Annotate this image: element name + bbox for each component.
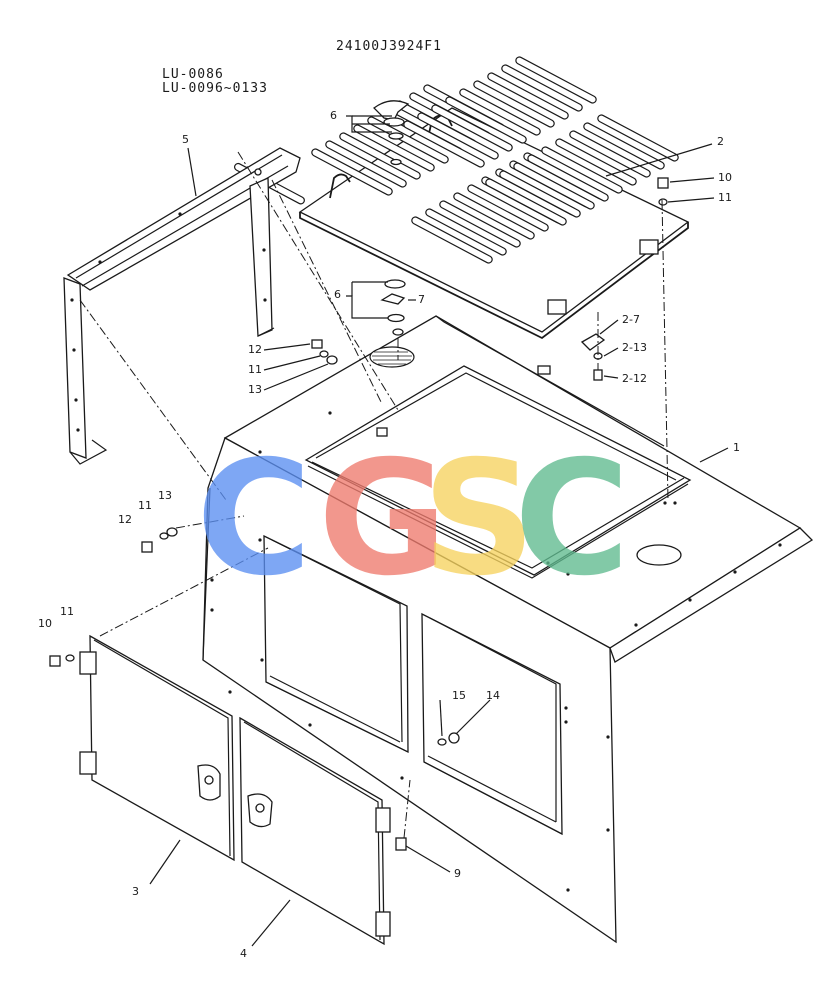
grille-slot <box>541 146 623 194</box>
grille-slot <box>311 148 393 196</box>
callout-7: 7 <box>418 293 425 306</box>
serial-range-1: LU-0086 <box>162 67 224 82</box>
watermark-letter-s: S <box>422 427 536 611</box>
callout-13-left: 13 <box>158 489 172 502</box>
assembly-centerlines <box>79 151 669 839</box>
grille-slot <box>515 56 597 104</box>
callout-15: 15 <box>452 689 466 702</box>
grille-slot <box>583 122 665 170</box>
callout-2-13: 2-13 <box>622 341 647 354</box>
hood-body <box>202 315 814 944</box>
grille-slot <box>459 88 541 136</box>
callout-3: 3 <box>132 885 139 898</box>
callout-6-top: 6 <box>330 109 337 122</box>
watermark-letter-c1: C <box>196 427 312 611</box>
callout-2: 2 <box>717 135 724 148</box>
drawing-number: 24100J3924F1 <box>336 39 442 54</box>
callout-11-upper: 11 <box>248 363 262 376</box>
door-center <box>239 716 391 946</box>
support-frame <box>63 147 301 465</box>
callout-5: 5 <box>182 133 189 146</box>
watermark-letter-g: G <box>318 427 448 611</box>
grille-slot <box>513 162 595 210</box>
callout-12-upper: 12 <box>248 343 262 356</box>
door-left <box>79 634 235 862</box>
grille-slot <box>473 80 555 128</box>
grille-slot <box>325 140 407 188</box>
callout-4: 4 <box>240 947 247 960</box>
grille-slot <box>367 116 449 164</box>
grille-slot <box>597 114 679 162</box>
callout-10-right: 10 <box>718 171 732 184</box>
grille-slot <box>353 124 435 172</box>
grille-slot <box>439 200 521 248</box>
grille-slot <box>527 154 609 202</box>
callout-1: 1 <box>733 441 740 454</box>
grille-slot <box>445 96 527 144</box>
callout-10-left: 10 <box>38 617 52 630</box>
callout-6-mid: 6 <box>334 288 341 301</box>
grille-slot <box>425 208 507 256</box>
watermark-letter-c2: C <box>514 427 630 611</box>
grille-slot <box>467 184 549 232</box>
callout-2-12: 2-12 <box>622 372 647 385</box>
callout-13-upper: 13 <box>248 383 262 396</box>
callout-9: 9 <box>454 867 461 880</box>
callout-11-door: 11 <box>60 605 74 618</box>
callout-14: 14 <box>486 689 500 702</box>
callout-2-7: 2-7 <box>622 313 640 326</box>
callout-11-right: 11 <box>718 191 732 204</box>
grille-slot <box>569 130 651 178</box>
leader-lines <box>149 115 729 947</box>
callout-11-left: 11 <box>138 499 152 512</box>
callout-12-left: 12 <box>118 513 132 526</box>
serial-range-2: LU-0096~0133 <box>162 81 268 96</box>
grille-slot <box>485 178 567 226</box>
grille-slot <box>453 192 535 240</box>
fasteners <box>49 100 669 851</box>
grille-slot <box>431 104 513 152</box>
grille-slot <box>417 112 499 160</box>
grille-slot <box>339 132 421 180</box>
grille-slot <box>499 170 581 218</box>
grille-slot <box>411 216 493 264</box>
grille-slot <box>501 64 583 112</box>
grille-slot <box>487 72 569 120</box>
